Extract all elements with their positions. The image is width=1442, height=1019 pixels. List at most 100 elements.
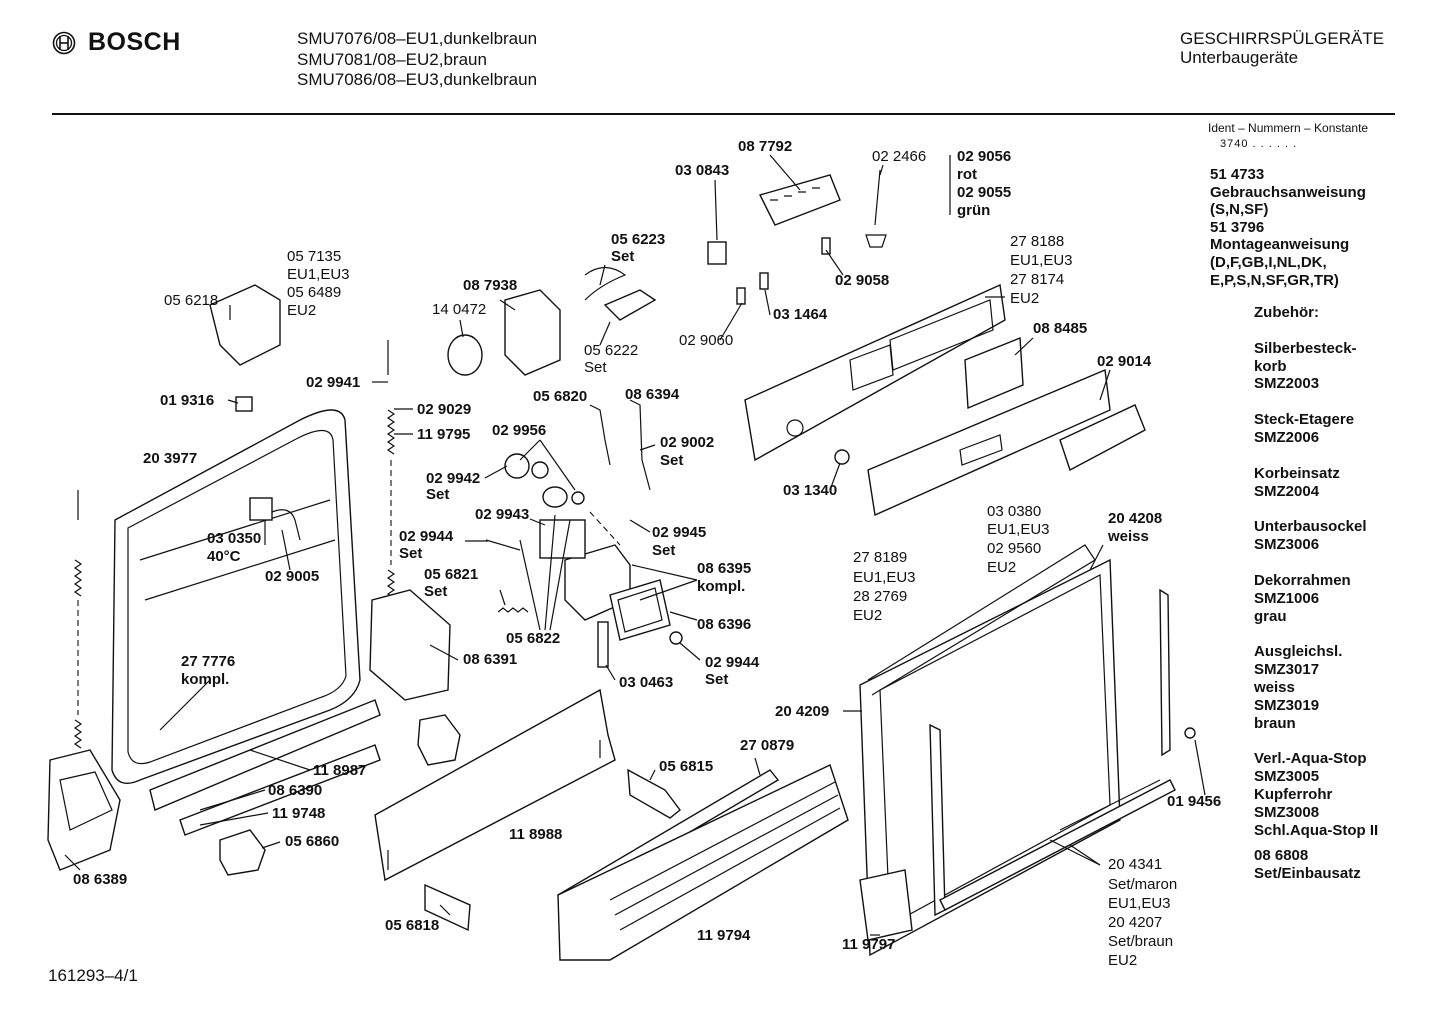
part-number-label: EU1,EU3 (987, 521, 1050, 538)
accessory-line: 08 6808 (1254, 847, 1309, 865)
clip-part (235, 396, 253, 412)
part-number-label: EU1,EU3 (1010, 252, 1073, 269)
part-number-label: 05 6821 (424, 566, 478, 583)
part-number-label: 01 9456 (1167, 793, 1221, 810)
part-number-label: 11 9795 (417, 426, 470, 443)
part-number-label: Set (399, 545, 422, 562)
model-list: SMU7076/08–EU1,dunkelbraun SMU7081/08–EU… (297, 29, 537, 91)
pin-part (821, 237, 831, 255)
part-number-label: Set (424, 583, 447, 600)
part-number-label: EU1,EU3 (1108, 895, 1171, 912)
accessory-line: Silberbesteck- (1254, 339, 1357, 357)
part-number-label: 20 4208 (1108, 510, 1162, 527)
part-number-label: 02 9956 (492, 422, 546, 439)
part-number-label: Set (584, 359, 607, 376)
kickboard (374, 688, 616, 882)
model-line: SMU7086/08–EU3,dunkelbraun (297, 70, 538, 89)
part-number-label: Set (426, 486, 449, 503)
part-number-label: 02 9005 (265, 568, 319, 585)
door-frame-inner (127, 429, 347, 765)
door-panel-back (867, 544, 1096, 696)
part-number-label: 02 9943 (475, 506, 529, 523)
button-set (1059, 404, 1146, 472)
part-number-label: 27 7776 (181, 653, 235, 670)
control-panel (744, 283, 1006, 462)
part-number-label: 11 9797 (842, 936, 895, 953)
seal-ring (504, 453, 530, 479)
part-number-label: 11 8987 (313, 762, 366, 779)
part-number-label: 08 7938 (463, 277, 517, 294)
accessory-line: grau (1254, 607, 1287, 625)
accessory-line: Verl.-Aqua-Stop (1254, 750, 1367, 768)
accessory-line: weiss (1254, 678, 1295, 696)
document-line: 51 3796 (1210, 218, 1265, 236)
part-number-label: 11 9794 (697, 927, 751, 944)
screw-part (669, 631, 683, 645)
foot-part (219, 829, 266, 876)
accessories-title: Zubehör: (1254, 304, 1319, 321)
part-number-label: 08 6391 (463, 651, 517, 668)
part-number-label: Set/braun (1108, 933, 1173, 950)
part-number-label: 05 6222 (584, 342, 638, 359)
part-number-label: 03 0843 (675, 162, 729, 179)
connector-part (707, 241, 727, 265)
door-hinge (47, 749, 121, 871)
accessory-line: SMZ1006 (1254, 589, 1320, 607)
accessory-item: Ausgleichsl. SMZ3017 weiss SMZ3019 braun (1254, 643, 1378, 732)
drawing-code: 161293–4/1 (48, 966, 138, 985)
part-number-label: kompl. (181, 671, 229, 688)
part-number-label: 02 9941 (306, 374, 360, 391)
seal-plate (539, 519, 586, 559)
model-line: SMU7081/08–EU2,braun (297, 49, 487, 69)
part-number-label: kompl. (697, 578, 745, 595)
part-number-label: 27 8189 (853, 549, 907, 566)
category-line: Unterbaugeräte (1180, 48, 1299, 67)
part-number-label: 03 1340 (783, 482, 837, 499)
part-number-label: 02 9942 (426, 470, 480, 487)
part-number-label: 08 7792 (738, 138, 792, 155)
part-number-label: 08 6394 (625, 386, 680, 403)
part-number-label: 40°C (207, 548, 241, 565)
accessory-line: SMZ2004 (1254, 482, 1320, 500)
ident-header: Ident – Nummern – Konstante (1208, 121, 1369, 135)
lever-part (589, 404, 611, 466)
accessory-line: SMZ3006 (1254, 536, 1320, 554)
mount-bracket (627, 768, 681, 819)
part-number-label: 02 9945 (652, 524, 706, 541)
seal-ring (531, 461, 549, 479)
part-number-label: 02 9056 (957, 148, 1011, 165)
accessory-item: Steck-Etagere SMZ2006 (1254, 411, 1378, 447)
lamp-part (865, 169, 887, 248)
knob-small (834, 449, 850, 465)
accessory-line: Schl.Aqua-Stop II (1254, 821, 1379, 839)
timer-motor (504, 289, 561, 376)
accessory-item: Unterbausockel SMZ3006 (1254, 518, 1378, 554)
part-number-label: 20 4209 (775, 703, 829, 720)
model-line: SMU7076/08–EU1,dunkelbraun (297, 29, 538, 48)
part-number-label: 02 9060 (679, 332, 733, 349)
accessory-line: SMZ3017 (1254, 661, 1320, 679)
document-line: Gebrauchsanweisung (1210, 183, 1366, 201)
accessory-item: Dekorrahmen SMZ1006 grau (1254, 572, 1378, 625)
accessory-line: SMZ2003 (1254, 375, 1320, 393)
pin-part (485, 539, 521, 551)
foot-part (417, 714, 461, 766)
part-number-label: 20 4207 (1108, 914, 1162, 931)
accessory-line: Kupferrohr (1254, 785, 1333, 803)
part-number-label: 28 2769 (853, 588, 907, 605)
part-number-label: weiss (1107, 528, 1149, 545)
part-number-label: 08 8485 (1033, 320, 1087, 337)
documents-list: 51 4733 Gebrauchsanweisung (S,N,SF) 51 3… (1210, 166, 1366, 289)
part-number-label: 27 8174 (1010, 271, 1064, 288)
part-number-label: 02 9055 (957, 184, 1011, 201)
accessory-line: korb (1254, 357, 1287, 375)
part-number-label: 02 9029 (417, 401, 471, 418)
part-number-label: 02 9944 (399, 528, 454, 545)
accessory-item: Verl.-Aqua-Stop SMZ3005 Kupferrohr SMZ30… (1254, 750, 1378, 839)
part-number-label: Set (652, 542, 675, 559)
accessory-line: SMZ2006 (1254, 428, 1320, 446)
part-number-label: EU2 (287, 302, 316, 319)
part-number-label: 08 6395 (697, 560, 751, 577)
part-number-label: EU1,EU3 (287, 266, 350, 283)
